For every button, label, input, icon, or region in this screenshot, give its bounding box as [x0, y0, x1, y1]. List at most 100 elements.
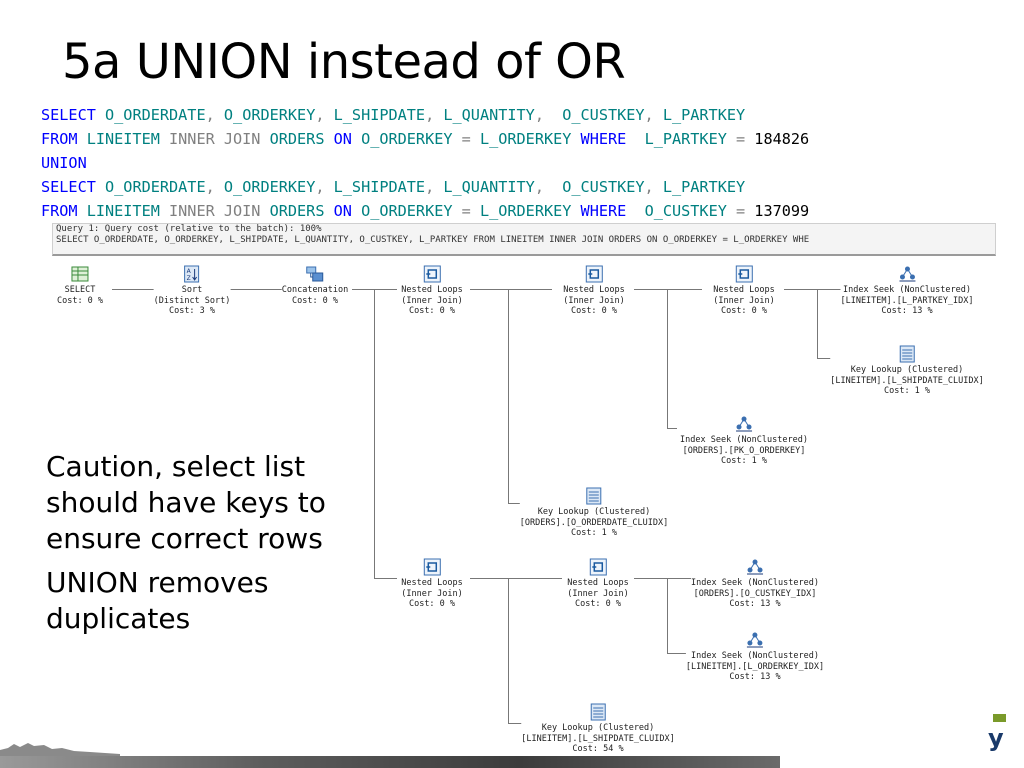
sql-token: O_ORDERDATE: [105, 106, 206, 124]
sql-line: FROM LINEITEM INNER JOIN ORDERS ON O_ORD…: [41, 199, 809, 223]
nested-loops-icon: [735, 265, 753, 283]
plan-node-label: Cost: 0 %: [291, 295, 339, 306]
plan-node-label: [LINEITEM].[L_PARTKEY_IDX]: [840, 295, 974, 306]
sql-token: WHERE: [580, 130, 645, 148]
plan-edge: [784, 289, 842, 290]
plan-node-label: Cost: 0 %: [56, 295, 104, 306]
plan-node-label: [ORDERS].[O_CUSTKEY_IDX]: [693, 588, 817, 599]
plan-node-label: Nested Loops: [401, 578, 463, 588]
plan-node-label: Concatenation: [281, 285, 349, 295]
plan-edge: [667, 289, 668, 428]
plan-node-label: Cost: 3 %: [168, 306, 216, 316]
plan-node-label: Sort: [181, 285, 203, 295]
sql-token: ,: [534, 178, 563, 196]
plan-node-label: (Inner Join): [563, 295, 625, 306]
concatenation-icon: [306, 266, 324, 282]
plan-node-label: (Inner Join): [401, 588, 463, 599]
sql-code-block: SELECT O_ORDERDATE, O_ORDERKEY, L_SHIPDA…: [41, 103, 809, 223]
sql-token: L_SHIPDATE: [333, 106, 426, 124]
plan-edge: [227, 289, 282, 290]
plan-node-label: Cost: 0 %: [574, 599, 622, 609]
plan-node-label: Nested Loops: [401, 285, 463, 295]
execution-plan: Query 1: Query cost (relative to the bat…: [52, 223, 996, 758]
key-lookup-icon: [590, 703, 606, 721]
index-seek-icon: [746, 632, 763, 648]
plan-edge: [817, 289, 818, 358]
sql-token: ,: [315, 106, 334, 124]
footer-bar: [0, 756, 780, 768]
nested-loops-icon: [423, 265, 441, 283]
plan-node-label: Cost: 1 %: [883, 386, 931, 396]
sql-token: ,: [425, 106, 444, 124]
sql-line: UNION: [41, 151, 809, 175]
plan-node-seek1: Index Seek (NonClustered)[LINEITEM].[L_P…: [840, 265, 974, 317]
plan-node-label: (Inner Join): [567, 588, 629, 599]
svg-text:Z: Z: [187, 275, 191, 282]
sql-token: ,: [315, 178, 334, 196]
plan-node-label: Key Lookup (Clustered): [537, 507, 651, 517]
plan-edge: [508, 289, 509, 503]
sql-token: SELECT: [41, 106, 106, 124]
plan-node-label: (Inner Join): [401, 295, 463, 306]
sql-token: ORDERS: [269, 130, 334, 148]
plan-edge: [374, 578, 397, 579]
sql-token: UNION: [41, 154, 87, 172]
plan-node-label: Key Lookup (Clustered): [541, 723, 655, 733]
plan-node-label: [ORDERS].[PK_O_ORDERKEY]: [682, 445, 806, 456]
sql-token: L_ORDERKEY: [479, 130, 581, 148]
sql-token: ,: [644, 178, 663, 196]
plan-node-label: Cost: 13 %: [881, 306, 933, 316]
sql-token: O_ORDERKEY: [361, 130, 462, 148]
sql-token: WHERE: [580, 202, 645, 220]
sql-token: =: [461, 202, 480, 220]
logo-mark: [993, 714, 1006, 722]
index-seek-icon: [899, 266, 915, 282]
plan-node-label: Cost: 0 %: [408, 599, 456, 609]
plan-node-label: Index Seek (NonClustered): [843, 285, 971, 295]
sql-token: L_PARTKEY: [644, 130, 736, 148]
plan-node-seek3: Index Seek (NonClustered)[ORDERS].[O_CUS…: [691, 558, 819, 610]
plan-node-nl3: Nested Loops(Inner Join)Cost: 0 %: [713, 265, 775, 317]
plan-header: Query 1: Query cost (relative to the bat…: [52, 223, 996, 256]
plan-node-label: Index Seek (NonClustered): [680, 435, 808, 445]
sql-token: ORDERS: [269, 202, 334, 220]
sql-token: O_ORDERKEY: [223, 106, 316, 124]
sql-token: ON: [333, 130, 362, 148]
plan-node-label: SELECT: [64, 285, 96, 295]
plan-node-label: Cost: 54 %: [572, 744, 624, 754]
select-icon: [71, 266, 89, 282]
plan-node-label: (Distinct Sort): [153, 295, 231, 306]
key-lookup-icon: [586, 487, 602, 505]
plan-node-label: Cost: 1 %: [720, 456, 768, 466]
sql-token: O_ORDERKEY: [361, 202, 462, 220]
sql-token: =: [736, 202, 755, 220]
sql-token: O_CUSTKEY: [562, 178, 645, 196]
plan-node-label: Cost: 13 %: [729, 672, 781, 682]
sql-token: LINEITEM: [86, 202, 170, 220]
logo-text: y: [988, 724, 1004, 752]
plan-edge: [470, 289, 552, 290]
sql-token: ON: [333, 202, 362, 220]
skyline-graphic: [0, 743, 120, 758]
sql-token: ,: [205, 106, 224, 124]
sql-token: O_ORDERKEY: [223, 178, 316, 196]
nested-loops-icon: [423, 558, 441, 576]
plan-node-nl1: Nested Loops(Inner Join)Cost: 0 %: [401, 265, 463, 317]
sql-token: O_CUSTKEY: [644, 202, 736, 220]
plan-node-seek2: Index Seek (NonClustered)[ORDERS].[PK_O_…: [680, 415, 808, 467]
sql-token: O_ORDERDATE: [105, 178, 206, 196]
caption-union: UNION removes duplicates: [46, 566, 269, 635]
plan-node-label: (Inner Join): [713, 295, 775, 306]
sql-line: SELECT O_ORDERDATE, O_ORDERKEY, L_SHIPDA…: [41, 103, 809, 127]
index-seek-icon: [736, 416, 752, 432]
plan-node-seek4: Index Seek (NonClustered)[LINEITEM].[L_O…: [685, 631, 825, 683]
plan-node-label: Nested Loops: [563, 285, 625, 295]
svg-text:A: A: [187, 268, 192, 275]
sql-line: FROM LINEITEM INNER JOIN ORDERS ON O_ORD…: [41, 127, 809, 151]
plan-node-lookup3: Key Lookup (Clustered)[LINEITEM].[L_SHIP…: [521, 703, 675, 755]
sql-token: ,: [205, 178, 224, 196]
sql-token: INNER JOIN: [169, 130, 270, 148]
